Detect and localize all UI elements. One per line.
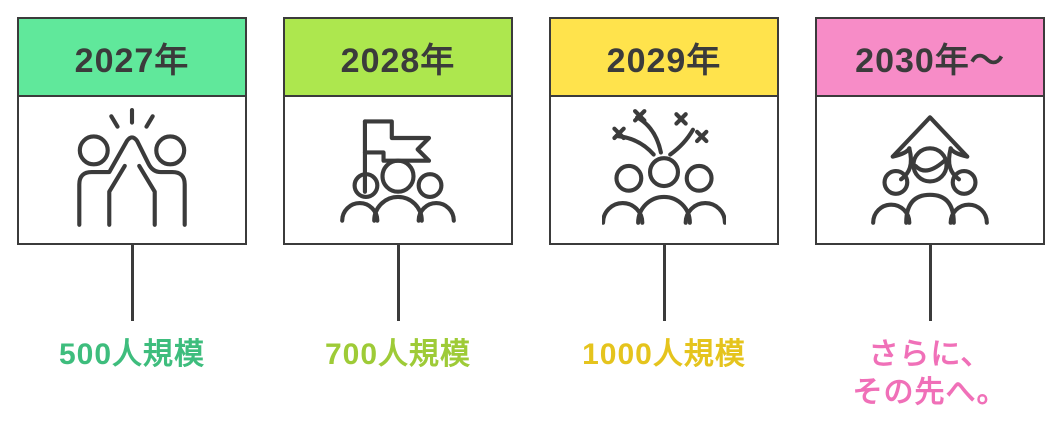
scale-label: 1000人規模 (582, 338, 746, 371)
year-header: 2029年 (551, 19, 777, 97)
scale-label: 700人規模 (324, 338, 472, 371)
timeline-row: 2027年 500人規模 (17, 17, 1045, 412)
team-flag-icon (340, 119, 456, 223)
card-body (19, 97, 245, 242)
connector-line (928, 245, 932, 321)
connector-line (130, 245, 134, 321)
year-card: 2027年 (17, 17, 247, 245)
card-body (285, 97, 511, 242)
year-card: 2030年〜 (815, 17, 1045, 245)
timeline-item-2028: 2028年 700人規模 (283, 17, 513, 412)
connector-line (662, 245, 666, 321)
year-header: 2030年〜 (817, 19, 1043, 97)
timeline-item-2029: 2029年 (549, 17, 779, 412)
scale-label: 500人規模 (58, 338, 206, 371)
high-five-icon (77, 108, 187, 228)
team-growth-arrow-icon (871, 115, 989, 226)
connector-line (396, 245, 400, 321)
year-label: 2028年 (340, 41, 456, 80)
year-header: 2028年 (285, 19, 511, 97)
year-card: 2029年 (549, 17, 779, 245)
card-body (551, 97, 777, 242)
timeline-item-2027: 2027年 500人規模 (17, 17, 247, 412)
crowd-celebration-icon (602, 109, 726, 226)
year-label: 2027年 (74, 41, 190, 80)
scale-label: さらに、 その先へ。 (852, 338, 1008, 410)
year-label: 2030年〜 (855, 41, 1005, 80)
year-header: 2027年 (19, 19, 245, 97)
card-body (817, 97, 1043, 242)
timeline-item-2030: 2030年〜 (815, 17, 1045, 412)
year-label: 2029年 (606, 41, 722, 80)
year-card: 2028年 (283, 17, 513, 245)
